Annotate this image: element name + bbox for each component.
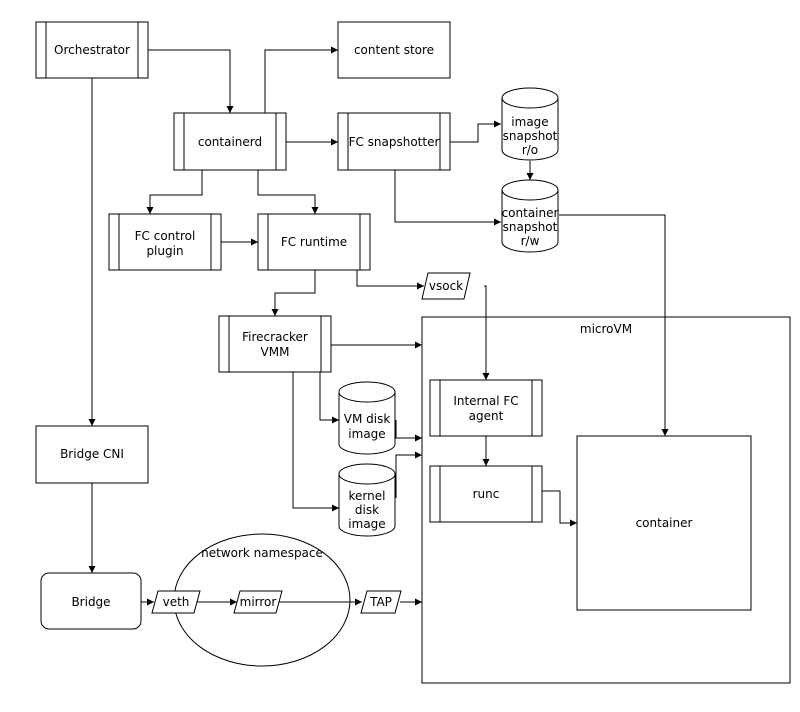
fc-snapshotter-node: FC snapshotter	[337, 112, 451, 171]
microvm-frame	[421, 316, 791, 684]
firecracker-vmm-label-line1: Firecracker	[242, 330, 308, 344]
fc-runtime-node: FC runtime	[257, 213, 371, 271]
fc-snapshotter-label: FC snapshotter	[349, 135, 440, 149]
content-store-node: content store	[337, 21, 451, 79]
bridge-cni-label: Bridge CNI	[60, 447, 124, 461]
kernel-disk-image-node: kernel disk image	[338, 463, 396, 537]
container-node: container	[576, 435, 752, 611]
containerd-label: containerd	[198, 135, 262, 149]
fc-control-plugin-node: FC control plugin	[108, 213, 222, 271]
veth-node: veth	[151, 590, 201, 614]
mirror-label: mirror	[240, 595, 277, 609]
fc-runtime-label: FC runtime	[281, 235, 347, 249]
edge-orchestrator-containerd	[148, 49, 234, 113]
image-snapshot-label-line2: snapshot	[503, 129, 558, 143]
firecracker-vmm-node: Firecracker VMM	[218, 315, 332, 373]
veth-label: veth	[163, 595, 190, 609]
internal-fc-agent-node: Internal FC agent	[429, 379, 543, 437]
edge-firecracker-vmm-vm-disk-image	[319, 372, 339, 424]
content-store-label: content store	[354, 43, 434, 57]
runc-node: runc	[429, 465, 543, 523]
edge-fc-runtime-vsock	[356, 270, 424, 290]
runc-label: runc	[473, 487, 500, 501]
fc-control-plugin-label-line2: plugin	[146, 244, 183, 258]
image-snapshot-label-line1: image	[511, 115, 548, 129]
edge-fc-snapshotter-container-snapshot	[394, 170, 501, 226]
vm-disk-image-label-line2: image	[348, 427, 385, 441]
edge-containerd-fc-runtime	[257, 170, 319, 214]
firecracker-vmm-label-line2: VMM	[261, 345, 290, 359]
vsock-node: vsock	[421, 272, 471, 300]
container-snapshot-label-line3: r/w	[521, 234, 540, 248]
bridge-node: Bridge	[40, 572, 142, 630]
vm-disk-image-node: VM disk image	[338, 381, 396, 455]
bridge-cni-node: Bridge CNI	[35, 425, 149, 484]
container-snapshot-label-line2: snapshot	[503, 220, 558, 234]
edge-fc-snapshotter-image-snapshot	[450, 120, 501, 143]
kernel-disk-image-label-line1: kernel	[349, 489, 386, 503]
edge-vsock-internal-fc-agent	[482, 285, 490, 380]
internal-fc-agent-label-line1: Internal FC	[453, 394, 518, 408]
kernel-disk-image-label-line2: disk	[355, 503, 379, 517]
connectors	[88, 46, 669, 606]
internal-fc-agent-label-line2: agent	[469, 409, 504, 423]
microvm-group: microVM	[421, 316, 791, 684]
network-namespace-label: network namespace	[201, 546, 323, 560]
edge-kernel-disk-image-microvm	[395, 451, 422, 498]
container-snapshot-label-line1: container	[502, 206, 559, 220]
kernel-disk-image-label-line3: image	[348, 517, 385, 531]
mirror-node: mirror	[233, 590, 283, 614]
edge-vm-disk-image-microvm	[395, 420, 422, 442]
edge-containerd-fc-control-plugin	[146, 170, 203, 214]
image-snapshot-label-line3: r/o	[522, 143, 538, 157]
orchestrator-node: Orchestrator	[35, 21, 149, 79]
image-snapshot-node: image snapshot r/o	[501, 87, 559, 161]
microvm-label: microVM	[580, 322, 632, 336]
container-label: container	[636, 516, 693, 530]
bridge-label: Bridge	[71, 595, 110, 609]
tap-label: TAP	[369, 595, 392, 609]
edge-containerd-content-store	[264, 46, 338, 113]
edge-container-snapshot-container	[559, 214, 669, 436]
edge-fc-runtime-firecracker-vmm	[271, 270, 316, 316]
container-snapshot-node: container snapshot r/w	[501, 179, 559, 253]
containerd-node: containerd	[173, 112, 287, 171]
edge-runc-container	[541, 490, 577, 527]
orchestrator-label: Orchestrator	[54, 43, 130, 57]
fc-control-plugin-label-line1: FC control	[135, 229, 196, 243]
vm-disk-image-label-line1: VM disk	[344, 412, 391, 426]
tap-node: TAP	[360, 590, 402, 614]
edge-firecracker-vmm-kernel-disk-image	[292, 372, 339, 512]
vsock-label: vsock	[429, 279, 463, 293]
